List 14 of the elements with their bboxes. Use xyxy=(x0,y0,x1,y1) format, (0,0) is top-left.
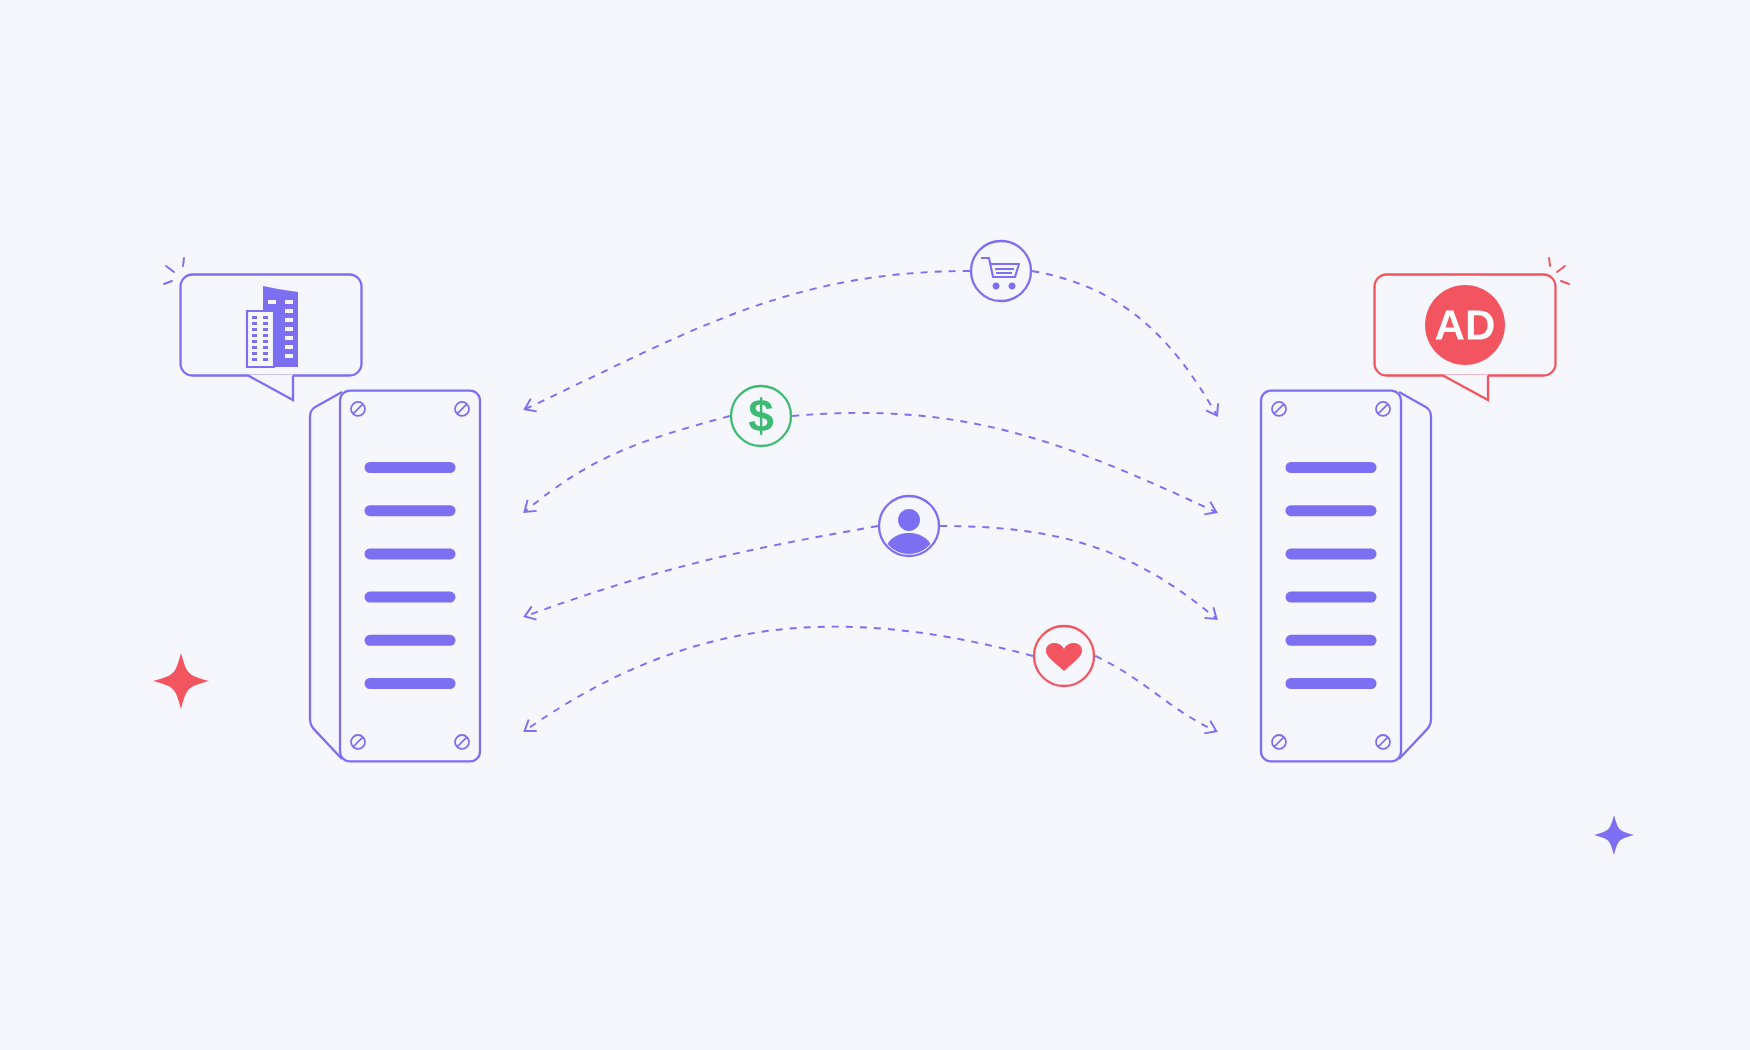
dollar-badge: $ xyxy=(729,384,793,448)
dashed-arrow xyxy=(1094,655,1218,735)
person-icon xyxy=(877,494,941,558)
dashed-arrow xyxy=(791,412,1218,516)
dashed-arrow xyxy=(523,270,971,413)
dashed-arrow xyxy=(523,415,731,513)
dashed-arrow xyxy=(523,525,879,621)
ad-badge: AD xyxy=(1425,285,1505,365)
server-drawing xyxy=(1259,389,1433,763)
dashed-arrow xyxy=(939,525,1218,620)
server-drawing xyxy=(308,389,482,763)
dashed-arrow xyxy=(1031,270,1220,417)
dashed-arrow xyxy=(523,625,1034,732)
cart-icon xyxy=(969,239,1033,303)
